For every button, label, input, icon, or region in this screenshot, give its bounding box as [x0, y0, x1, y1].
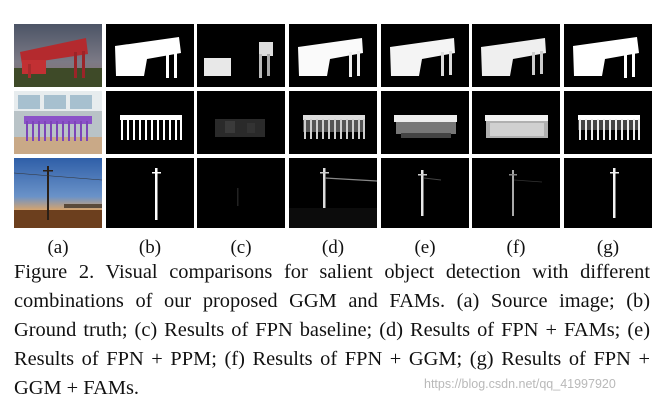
column-label-e: (e) — [414, 237, 436, 258]
image-grid — [14, 24, 652, 234]
fpn-ggm-fams-result-billboard — [564, 24, 652, 87]
watermark: https://blog.csdn.net/qq_41997920 — [424, 377, 616, 391]
ground-truth-pole — [106, 158, 194, 228]
column-label-b: (b) — [138, 237, 162, 258]
fpn-ggm-result-billboard — [472, 24, 560, 87]
ground-truth-billboard — [106, 24, 194, 87]
fpn-result-billboard — [197, 24, 285, 87]
column-label-a: (a) — [47, 237, 69, 258]
figure-caption: Figure 2. Visual comparisons for salient… — [14, 261, 650, 399]
ground-truth-fence — [106, 91, 194, 154]
fpn-ggm-result-pole — [472, 158, 560, 228]
fpn-result-fence — [197, 91, 285, 154]
fpn-fams-result-billboard — [289, 24, 377, 87]
fpn-ggm-fams-result-fence — [564, 91, 652, 154]
fpn-ppm-result-pole — [381, 158, 469, 228]
fpn-ggm-fams-result-pole — [564, 158, 652, 228]
source-image-pole — [14, 158, 102, 228]
column-label-g: (g) — [596, 237, 620, 258]
column-label-c: (c) — [230, 237, 252, 258]
fpn-ggm-result-fence — [472, 91, 560, 154]
fpn-ppm-result-fence — [381, 91, 469, 154]
source-image-billboard — [14, 24, 102, 87]
column-labels: (a) (b) (c) (d) (e) (f) (g) — [14, 237, 652, 261]
source-image-fence — [14, 91, 102, 154]
column-label-f: (f) — [506, 237, 526, 258]
fpn-fams-result-fence — [289, 91, 377, 154]
column-label-d: (d) — [321, 237, 345, 258]
fpn-fams-result-pole — [289, 158, 377, 228]
fpn-ppm-result-billboard — [381, 24, 469, 87]
fpn-result-pole — [197, 158, 285, 228]
